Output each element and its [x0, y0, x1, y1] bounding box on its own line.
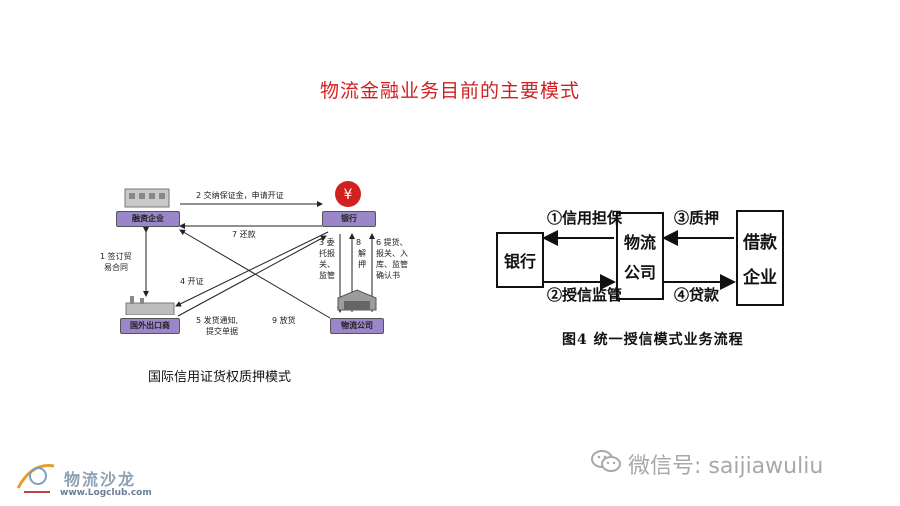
edge-label-8-l1: 8 — [356, 238, 362, 247]
box-borrower-label-2: 企业 — [743, 268, 777, 288]
edge-label-6-l4: 确认书 — [376, 271, 400, 280]
edge-label-3-l4: 监管 — [319, 271, 335, 280]
box-logistics-label-2: 公司 — [623, 263, 656, 282]
label-loan: ④贷款 — [674, 286, 720, 304]
edge-label-1b: 易合同 — [104, 263, 128, 272]
edge-label-2: 2 交纳保证金，申请开证 — [196, 191, 284, 200]
warehouse-icon — [336, 288, 378, 312]
label-credit-guarantee: ①信用担保 — [547, 209, 623, 227]
node-bank: 银行 — [322, 211, 376, 227]
edge-label-3-l1: 3 委 — [319, 238, 335, 247]
box-borrower-label-1: 借款 — [743, 233, 777, 253]
edge-label-9: 9 放货 — [272, 316, 296, 325]
factory-icon — [124, 295, 176, 316]
edge-label-8-l2: 解 — [358, 249, 366, 258]
arrow-4 — [175, 231, 329, 307]
box-borrowing-enterprise: 借款 企业 — [736, 210, 784, 306]
box-logistics-company: 物流 公司 — [616, 212, 664, 300]
label-credit-supervision: ②授信监管 — [547, 286, 623, 304]
edge-label-7: 7 还款 — [232, 230, 256, 239]
box-bank-label: 银行 — [503, 252, 536, 271]
building-icon — [121, 185, 173, 209]
edge-label-3-l2: 托报 — [319, 249, 335, 258]
edge-label-5a: 5 发货通知, — [196, 316, 239, 325]
left-diagram-caption: 国际信用证货权质押模式 — [148, 370, 292, 385]
node-logistics-company: 物流公司 — [330, 318, 384, 334]
node-foreign-exporter: 国外出口商 — [120, 318, 180, 334]
edge-label-3-l3: 关、 — [319, 260, 335, 269]
edge-label-6-l1: 6 提货、 — [376, 238, 408, 247]
logclub-logo-text: 物流沙龙 — [64, 470, 137, 489]
box-logistics-label-1: 物流 — [623, 233, 656, 252]
right-diagram-caption: 图4 统一授信模式业务流程 — [562, 332, 744, 348]
page-title: 物流金融业务目前的主要模式 — [319, 80, 580, 102]
box-bank: 银行 — [496, 232, 544, 288]
wechat-watermark: 微信号: saijiawuliu — [628, 454, 824, 479]
logclub-logo-icon — [14, 458, 62, 496]
label-pledge: ③质押 — [674, 209, 720, 227]
arrow-5 — [177, 235, 327, 317]
edge-label-6-l2: 报关、入 — [376, 249, 408, 258]
edge-label-1a: 1 签订贸 — [100, 252, 132, 261]
edge-label-8-l3: 押 — [358, 260, 366, 269]
edge-label-4: 4 开证 — [180, 277, 204, 286]
bank-logo-icon: ¥ — [330, 180, 366, 208]
node-finance-enterprise: 融资企业 — [116, 211, 180, 227]
edge-label-6-l3: 库、监管 — [376, 260, 408, 269]
svg-text:¥: ¥ — [344, 187, 353, 203]
arrow-9 — [179, 229, 331, 319]
logclub-url[interactable]: www.Logclub.com — [60, 488, 152, 498]
edge-label-5b: 提交单据 — [206, 327, 238, 336]
wechat-icon — [590, 448, 622, 474]
